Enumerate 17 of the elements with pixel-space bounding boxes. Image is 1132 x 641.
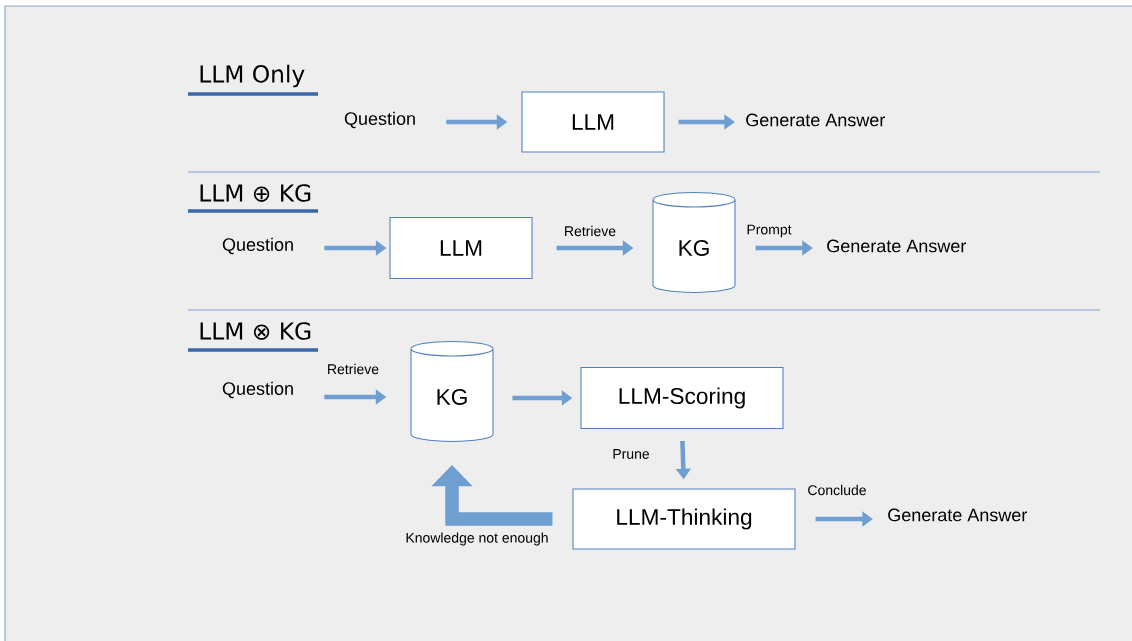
- step-text: Generate Answer: [888, 508, 1027, 522]
- process-box: LLM: [389, 216, 533, 279]
- edge-label: Prompt: [745, 223, 793, 239]
- step-text: Question: [222, 381, 293, 399]
- step-text: Generate Answer: [746, 113, 885, 127]
- process-box: LLM-Scoring: [580, 366, 784, 429]
- database-cylinder: KG: [410, 340, 494, 442]
- step-text: Question: [344, 111, 415, 129]
- section-heading: LLM Only: [200, 64, 305, 88]
- step-text: Question: [222, 237, 293, 255]
- database-cylinder: KG: [652, 191, 736, 293]
- edge-label: Knowledge not enough: [404, 531, 550, 547]
- process-box: LLM-Thinking: [572, 488, 796, 550]
- process-box: LLM: [521, 91, 665, 153]
- section-heading: LLM ⊗ KG: [200, 322, 311, 340]
- section-heading: LLM ⊕ KG: [200, 184, 311, 202]
- step-text: Generate Answer: [827, 239, 966, 253]
